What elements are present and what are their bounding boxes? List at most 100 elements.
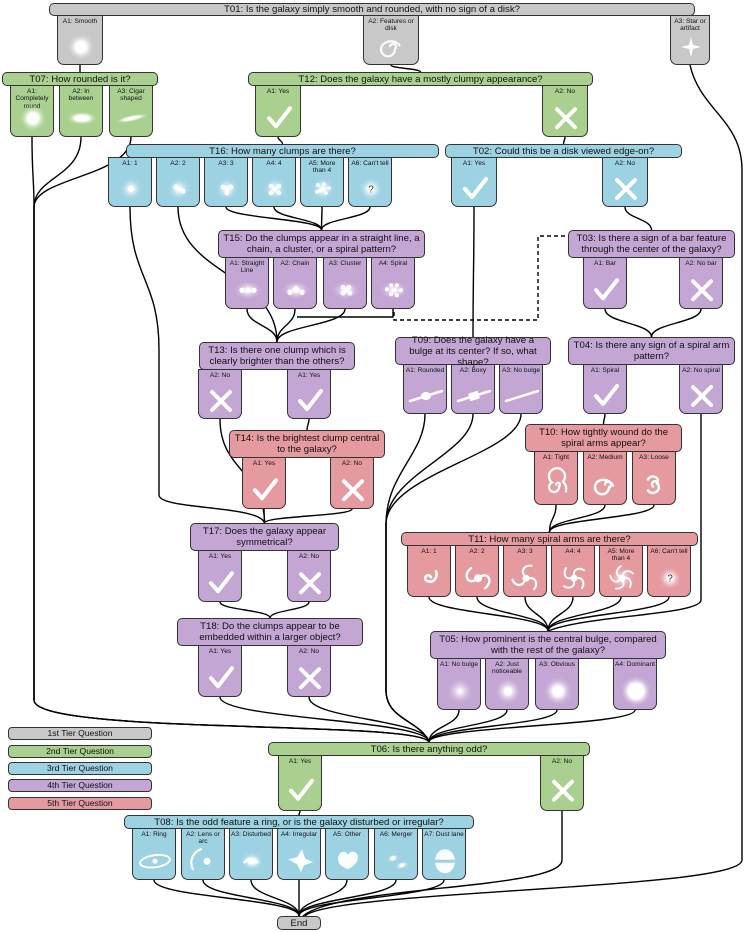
answer-t16-a4[interactable]: A4: 4 (252, 157, 296, 207)
answer-t16-a6[interactable]: A6: Can't tell ? (348, 157, 392, 207)
connector-line (225, 206, 323, 231)
answer-t13-a2[interactable]: A1: Yes (287, 369, 331, 419)
connector-line (547, 596, 670, 632)
answer-t05-a3[interactable]: A3: Obvious (535, 658, 579, 710)
answer-t08-a5[interactable]: A5: Other (325, 828, 369, 880)
answer-label: A1: Yes (462, 160, 486, 167)
check-icon (267, 106, 292, 129)
answer-t16-a3[interactable]: A3: 3 (204, 157, 248, 207)
answer-t02-a1[interactable]: A1: Yes (451, 157, 497, 207)
answer-t18-a1[interactable]: A1: Yes (198, 645, 242, 697)
answer-label: A2: 2 (170, 160, 186, 167)
answer-t15-a1[interactable]: A1: Straight Line (225, 257, 269, 309)
irregular-icon (288, 849, 313, 873)
answer-label: A2: 2 (469, 548, 485, 555)
answer-t15-a3[interactable]: A3: Cluster (323, 257, 367, 309)
connector-line (428, 596, 549, 632)
answer-t08-a7[interactable]: A7: Dust lane (422, 828, 466, 880)
connector-line (548, 504, 655, 533)
many-clumps-icon (311, 177, 335, 201)
dashed-connector-line (393, 235, 568, 321)
answer-t10-a2[interactable]: A2: Medium (583, 451, 627, 505)
answer-label: A2: Features or disk (368, 18, 414, 33)
question-t03: T03: Is there a sign of a bar feature th… (568, 230, 735, 258)
answer-t18-a2[interactable]: A2: No (287, 645, 331, 697)
check-icon (298, 389, 323, 411)
connector-line (602, 413, 606, 425)
answer-t11-a5[interactable]: A5: More than 4 (599, 545, 643, 597)
end-node: End (277, 916, 321, 930)
answer-t13-a1[interactable]: A2: No (198, 369, 242, 419)
answer-t01-a3[interactable]: A3: Star or artifact (670, 15, 710, 65)
cluster-clumps-icon (331, 280, 361, 301)
answer-label: A3: No bulge (501, 367, 541, 374)
answer-t05-a2[interactable]: A2: Just noticeable (485, 658, 529, 710)
question-mark-icon: ? (359, 177, 383, 201)
answer-t03-a1[interactable]: A1: Bar (583, 257, 627, 309)
answer-t10-a3[interactable]: A3: Loose (632, 451, 676, 505)
answer-t09-a2[interactable]: A2: Boxy (451, 364, 495, 414)
connector-line (320, 206, 323, 231)
answer-t10-a1[interactable]: A1: Tight (534, 451, 578, 505)
dominant-bulge-glow-icon (620, 675, 652, 708)
answer-t07-a2[interactable]: A2: In between (59, 85, 103, 137)
answer-t15-a4[interactable]: A4: Spiral (371, 257, 415, 309)
answer-t16-a5[interactable]: A5: More than 4 (300, 157, 344, 207)
answer-t01-a1[interactable]: A1: Smooth (57, 15, 103, 65)
answer-t11-a4[interactable]: A4: 4 (551, 545, 595, 597)
answer-t11-a1[interactable]: A1: 1 (407, 545, 451, 597)
answer-t05-a4[interactable]: A4: Dominant (613, 658, 657, 710)
answer-t12-a1[interactable]: A1: Yes (255, 85, 301, 137)
answer-t04-a2[interactable]: A2: No spiral (679, 364, 723, 414)
answer-t14-a1[interactable]: A1: Yes (242, 457, 286, 509)
answer-label: A1: Yes (266, 88, 290, 95)
answer-t11-a2[interactable]: A2: 2 (455, 545, 499, 597)
answer-t04-a1[interactable]: A1: Spiral (583, 364, 627, 414)
answer-t17-a2[interactable]: A2: No (287, 550, 331, 602)
answer-label: A3: Star or artifact (674, 18, 706, 33)
answer-t14-a2[interactable]: A2: No (330, 457, 374, 509)
answer-t16-a2[interactable]: A2: 2 (156, 157, 200, 207)
connector-line (277, 136, 284, 145)
answer-t08-a3[interactable]: A3: Disturbed (229, 828, 273, 880)
answer-t02-a2[interactable]: A2: No (602, 157, 648, 207)
answer-t09-a3[interactable]: A3: No bulge (499, 364, 543, 414)
connector-line (263, 508, 266, 524)
question-t12: T12: Does the galaxy have a mostly clump… (248, 72, 593, 86)
one-clump-icon (119, 177, 143, 201)
answer-t12-a2[interactable]: A2: No (542, 85, 588, 137)
answer-t07-a1[interactable]: A1: Completely round (10, 85, 54, 137)
answer-label: A5: More than 4 (607, 548, 635, 563)
obvious-bulge-glow-icon (543, 676, 573, 707)
answer-t06-a2[interactable]: A2: No (540, 755, 584, 811)
answer-label: A1: Bar (594, 260, 616, 267)
two-arm-spiral-icon (465, 567, 491, 590)
answer-t08-a2[interactable]: A2: Lens or arc (181, 828, 225, 880)
connector-line (250, 879, 300, 917)
answer-label: A2: No (614, 160, 636, 167)
answer-t15-a2[interactable]: A2: Chain (273, 257, 317, 309)
answer-label: A2: No (298, 553, 320, 560)
answer-label: A3: Disturbed (231, 831, 271, 838)
answer-t08-a4[interactable]: A4: Irregular (277, 828, 321, 880)
answer-t17-a1[interactable]: A1: Yes (198, 550, 242, 602)
answer-t08-a1[interactable]: A1: Ring (132, 828, 176, 880)
answer-t01-a2[interactable]: A2: Features or disk (363, 15, 419, 65)
connector-line (604, 308, 653, 338)
answer-t11-a6[interactable]: A6: Can't tell ? (647, 545, 691, 597)
answer-t16-a1[interactable]: A1: 1 (108, 157, 152, 207)
answer-t08-a6[interactable]: A6: Merger (374, 828, 418, 880)
answer-t03-a2[interactable]: A2: No bar (679, 257, 723, 309)
answer-t05-a1[interactable]: A1: No bulge (437, 658, 481, 710)
answer-t07-a3[interactable]: A3: Cigar shaped (109, 85, 153, 137)
question-t04: T04: Is there any sign of a spiral arm p… (568, 337, 735, 365)
answer-label: A4: Dominant (615, 661, 655, 668)
answer-t09-a1[interactable]: A1: Rounded (403, 364, 447, 414)
answer-label: A4: Irregular (280, 831, 318, 838)
answer-label: A6: Can't tell (650, 548, 688, 555)
connector-line (306, 418, 310, 431)
answer-t11-a3[interactable]: A3: 3 (503, 545, 547, 597)
answer-label: A3: Cluster (328, 260, 362, 267)
answer-t06-a1[interactable]: A1: Yes (278, 755, 322, 811)
